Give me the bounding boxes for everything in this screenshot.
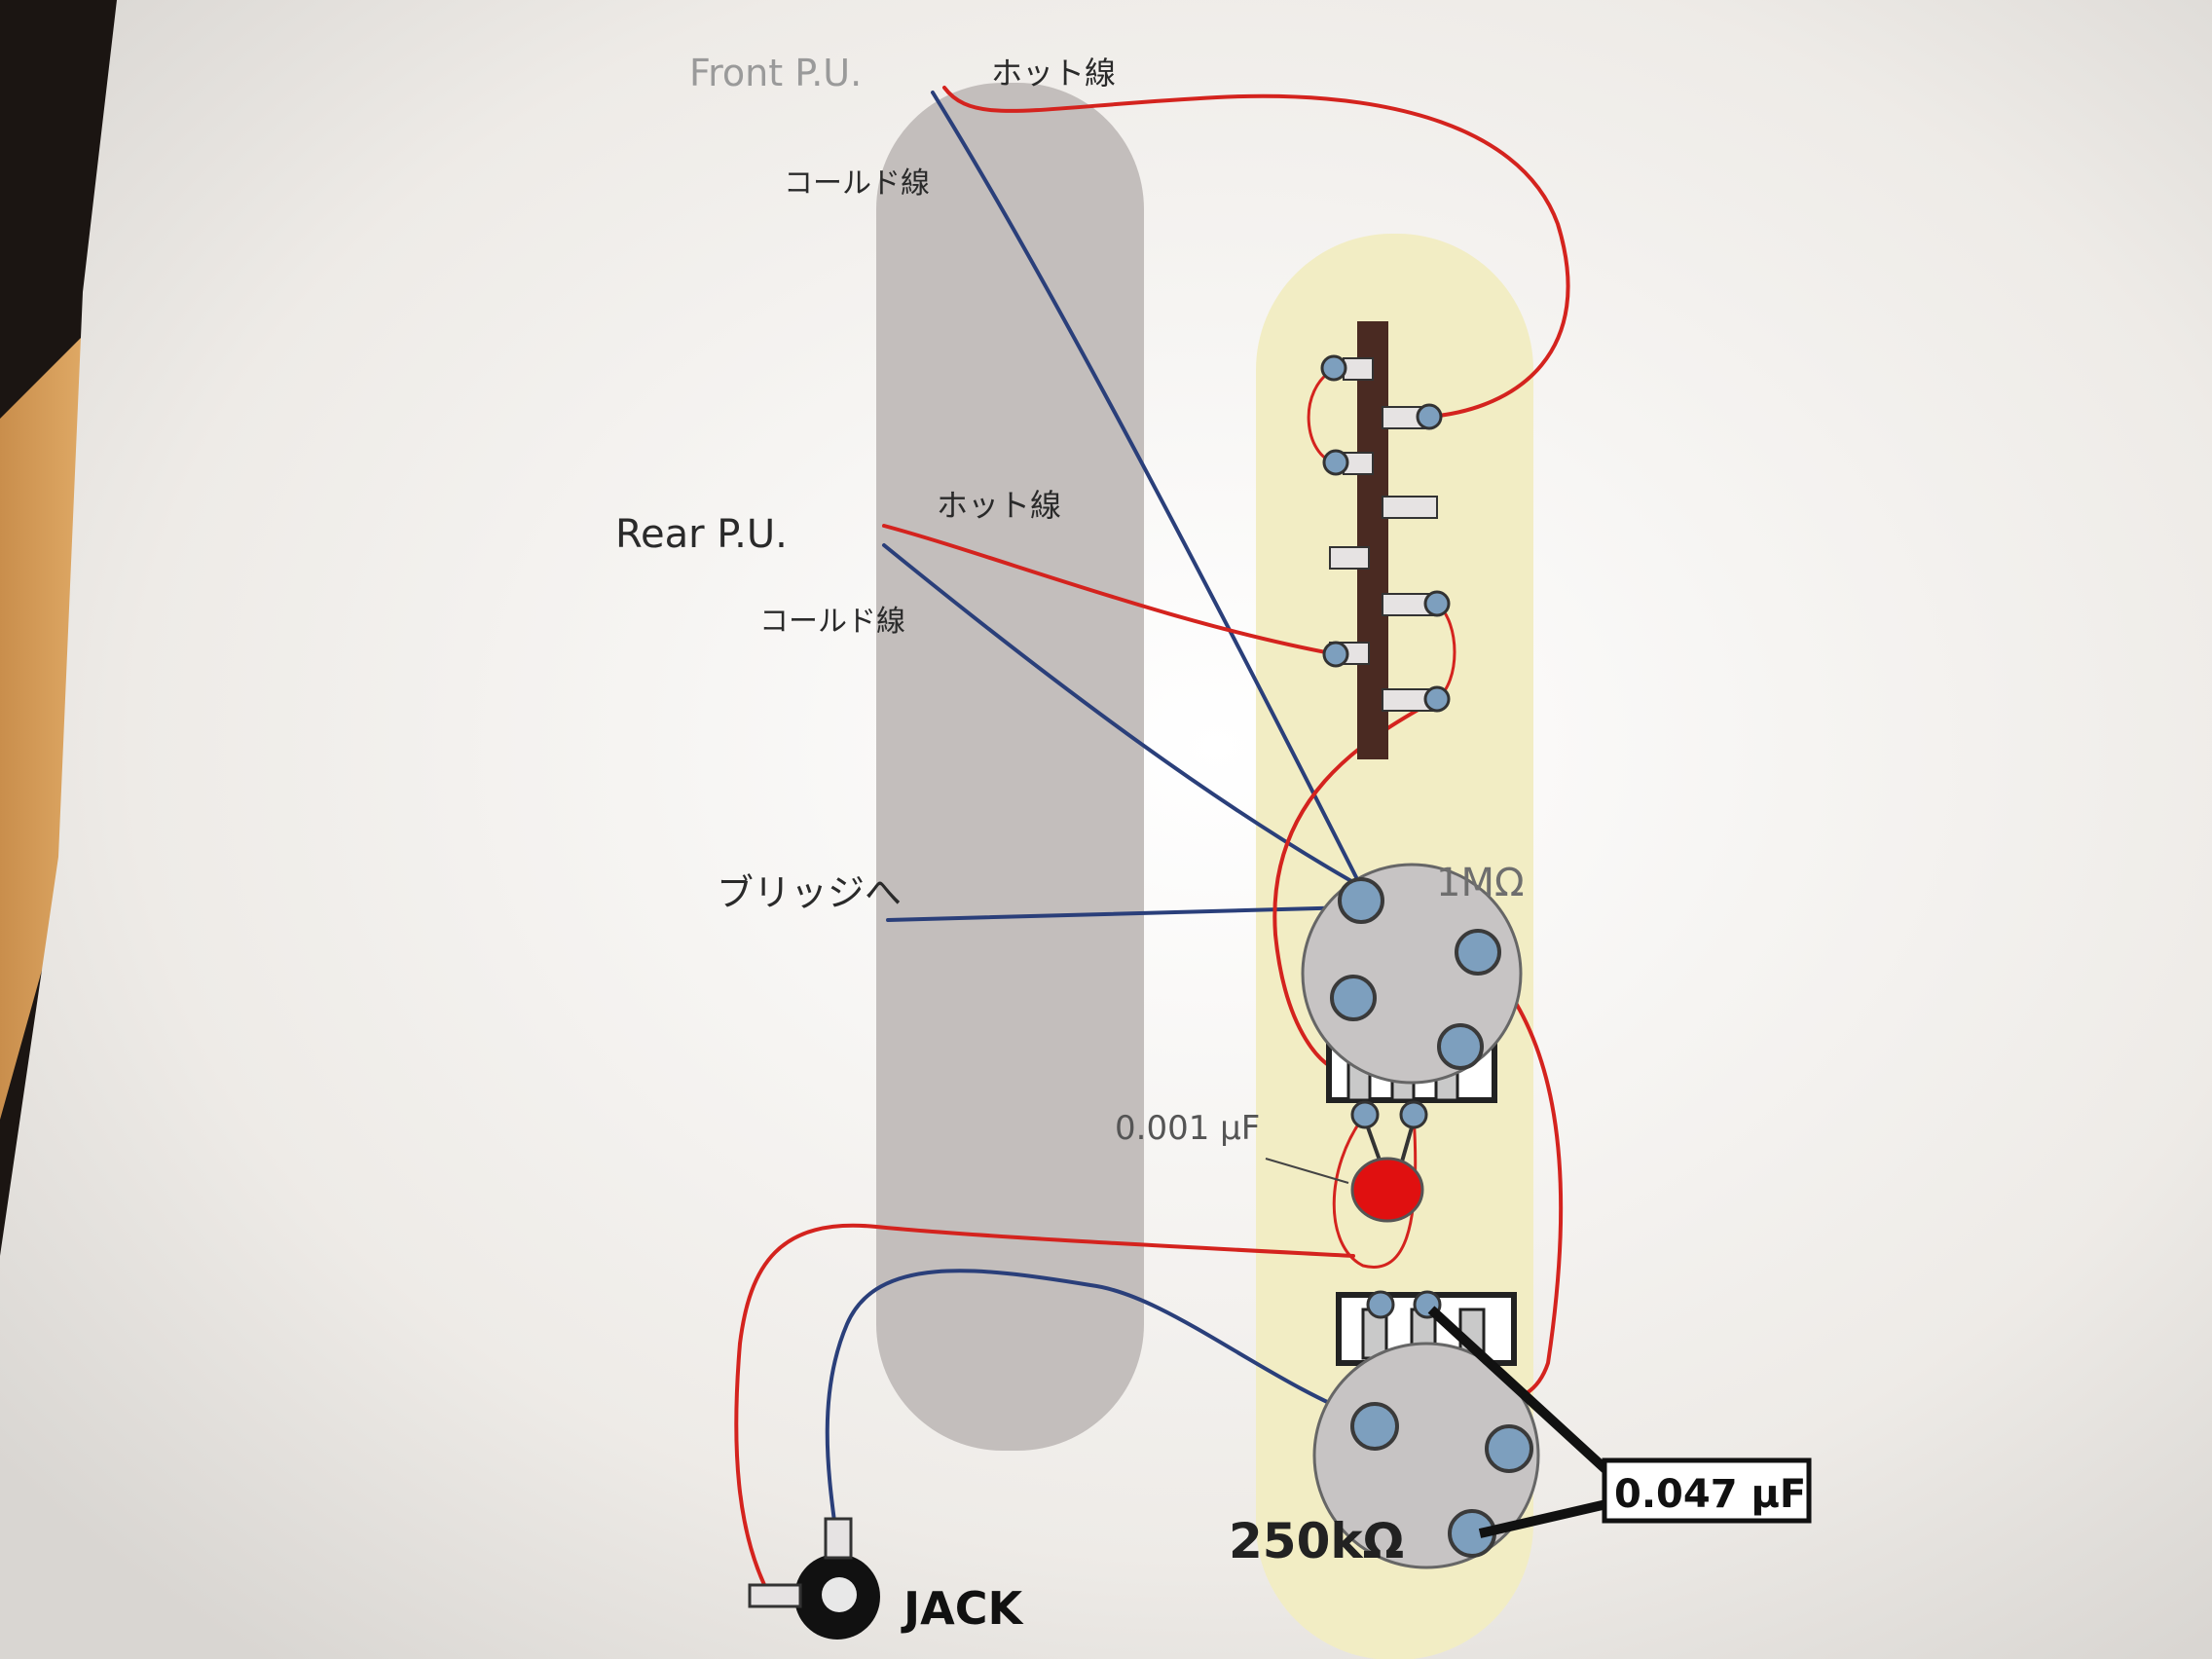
neck-pickup-band: [876, 83, 1144, 1451]
capacitor-0-001: [1265, 1126, 1424, 1223]
switch-lug: [1322, 449, 1349, 476]
switch-lug: [1423, 685, 1451, 713]
volume-pot-1m: [1301, 863, 1523, 1129]
pot-1m-label: 1MΩ: [1436, 861, 1525, 905]
jack-ground-wire: [825, 1269, 1375, 1530]
front-pickup-label: Front P.U.: [689, 52, 862, 94]
rear-pickup-label: Rear P.U.: [615, 512, 788, 557]
pot-lug: [1485, 1424, 1533, 1473]
capacitor-label-box: [1602, 1457, 1812, 1524]
pot-lug: [1455, 929, 1501, 976]
switch-lug: [1423, 590, 1451, 617]
cap-small-label: 0.001 μF: [1115, 1109, 1260, 1148]
rear-hot-wire: [882, 524, 1338, 656]
pot-lug: [1330, 975, 1377, 1021]
front-hot-label: ホット線: [991, 55, 1116, 92]
switch-lug: [1320, 354, 1347, 382]
to-bridge-label: ブリッジへ: [717, 871, 902, 914]
front-cold-wire: [931, 91, 1360, 883]
cap-large-label: 0.047 μF: [1614, 1472, 1806, 1517]
pot-lug: [1350, 1402, 1399, 1451]
switch-lug: [1322, 641, 1349, 668]
pot-lug: [1338, 877, 1384, 924]
capacitor-0-047: [1427, 1306, 1812, 1538]
pot-250k-label: 250kΩ: [1229, 1513, 1404, 1569]
switch-lug: [1416, 403, 1443, 430]
jack-label: JACK: [901, 1582, 1024, 1635]
front-cold-label: コールド線: [784, 166, 930, 201]
wood-table: [0, 331, 88, 1120]
jack-hot-wire: [734, 1223, 1355, 1597]
rear-cold-wire: [882, 543, 1353, 883]
front-hot-wire: [942, 86, 1570, 419]
rear-cold-label: コールド線: [759, 605, 905, 639]
output-jack: [748, 1517, 880, 1640]
tone-pot-250k: [1312, 1290, 1540, 1569]
rear-hot-label: ホット線: [937, 487, 1061, 524]
switch-bar: [1357, 321, 1388, 759]
pot-lug: [1437, 1023, 1484, 1070]
pickup-selector-switch: [1320, 321, 1451, 759]
